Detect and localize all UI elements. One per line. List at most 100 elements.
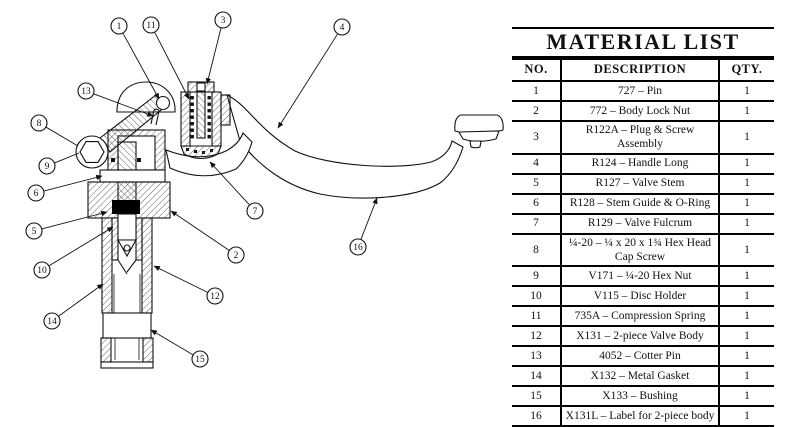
stem-tip [117,213,137,258]
row-description: 772 – Body Lock Nut [561,99,720,122]
row-no: 4 [512,152,562,175]
balloon-number-7: 7 [253,207,258,217]
row-description: R129 – Valve Fulcrum [561,212,720,235]
row-no: 16 [512,405,562,427]
balloon-circle-15 [191,350,209,368]
row-description: 4052 – Cotter Pin [561,345,720,368]
row-description: X131L – Label for 2-piece body [561,405,720,427]
leader-line-5 [42,210,108,230]
balloon-circle-7 [246,202,264,220]
row-description: X131 – 2-piece Valve Body [561,325,720,348]
row-no: 7 [512,212,562,235]
balloon-number-6: 6 [34,189,39,199]
balloon-circle-13 [77,82,95,100]
row-no: 2 [512,99,562,122]
valve-body-tube [100,213,154,369]
balloon-number-4: 4 [340,23,345,33]
cotter-pin [150,108,160,126]
balloon-number-8: 8 [37,119,42,129]
balloon-circle-10 [33,261,51,279]
row-no: 6 [512,192,562,215]
balloon-circle-11 [142,16,160,34]
row-description: R128 – Stem Guide & O-Ring [561,192,720,215]
row-no: 14 [512,365,562,388]
balloon-number-1: 1 [117,22,122,32]
row-description: 735A – Compression Spring [561,305,720,328]
leader-line-12 [153,265,208,293]
row-qty: 1 [719,119,774,155]
column-header-no: NO. [512,58,562,82]
row-description: ¼-20 – ¼ x 20 x 1¾ Hex Head Cap Screw [561,232,720,268]
balloon-circle-2 [227,246,245,264]
row-no: 10 [512,285,562,308]
balloon-circle-16 [349,238,367,256]
row-no: 3 [512,119,562,155]
row-description: R124 – Handle Long [561,152,720,175]
balloon-circle-6 [27,184,45,202]
row-qty: 1 [719,385,774,408]
row-no: 5 [512,172,562,195]
handle-knob [454,114,504,149]
leader-line-15 [150,329,193,356]
row-qty: 1 [719,99,774,122]
row-description: X132 – Metal Gasket [561,365,720,388]
leader-line-11 [154,32,190,100]
stem-guide-collar [99,169,166,183]
row-description: V171 – ¼-20 Hex Nut [561,265,720,288]
hex-cap-screw-end [75,135,109,169]
pin-ball [155,95,171,111]
row-no: 15 [512,385,562,408]
disc-black-section [112,200,140,214]
balloon-number-15: 15 [195,355,205,365]
balloon-number-11: 11 [146,21,155,31]
leader-line-16 [360,197,378,240]
plug-stem [196,91,206,139]
o-ring-sections [111,158,141,162]
row-qty: 1 [719,305,774,328]
row-description: X133 – Bushing [561,385,720,408]
balloon-circle-12 [206,287,224,305]
row-no: 9 [512,265,562,288]
row-qty: 1 [719,365,774,388]
balloon-number-16: 16 [353,243,363,253]
row-qty: 1 [719,405,774,427]
balloon-number-9: 9 [45,162,50,172]
row-no: 8 [512,232,562,268]
row-qty: 1 [719,285,774,308]
balloon-circle-3 [214,11,232,29]
row-no: 12 [512,325,562,348]
balloon-number-13: 13 [81,87,91,97]
row-qty: 1 [719,265,774,288]
row-qty: 1 [719,152,774,175]
balloon-number-2: 2 [234,251,239,261]
hex-nut [79,141,105,163]
leader-line-1 [122,33,160,100]
row-qty: 1 [719,345,774,368]
balloon-circle-14 [43,312,61,330]
balloon-circle-9 [38,157,56,175]
leader-line-6 [44,174,103,192]
plug-notch [196,82,206,92]
row-qty: 1 [719,172,774,195]
leader-line-9 [54,152,80,164]
row-qty: 1 [719,212,774,235]
balloon-number-5: 5 [32,227,37,237]
